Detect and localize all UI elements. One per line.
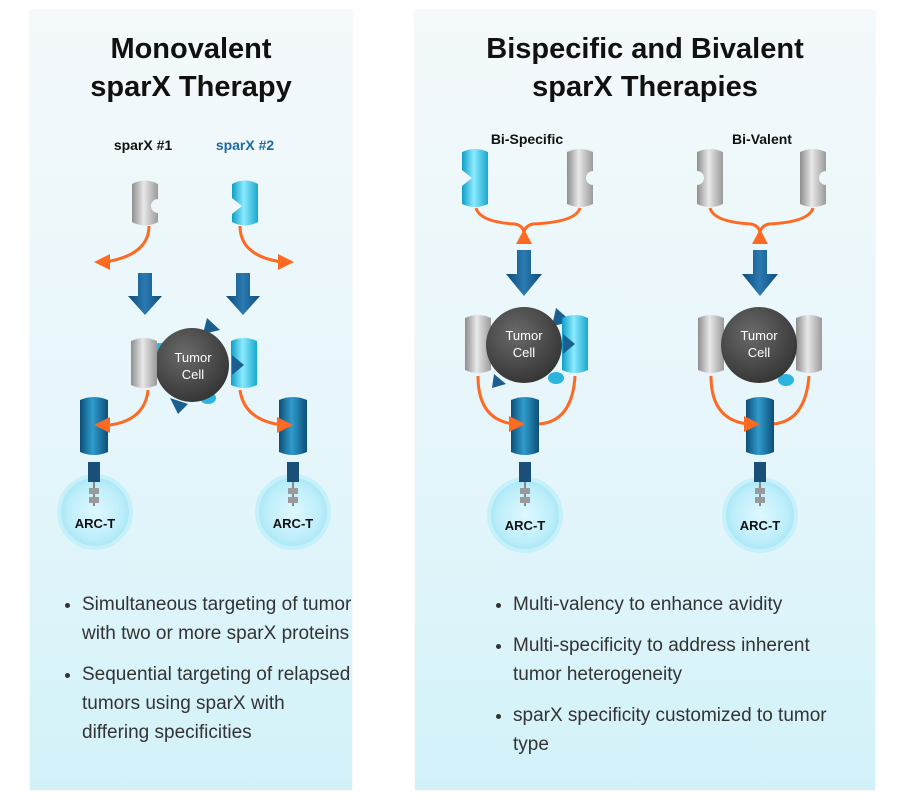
tumor-cell-label: Tumor xyxy=(740,328,778,343)
bullet-item: Multi-valency to enhance avidity xyxy=(513,590,853,619)
bullet-item: Sequential targeting of relapsed tumors … xyxy=(82,660,352,747)
bivalent-label: Bi-Valent xyxy=(732,131,792,147)
arc-t-label: ARC-T xyxy=(505,518,545,533)
sparx2-free-icon xyxy=(232,180,294,270)
bullet-item: Simultaneous targeting of tumor with two… xyxy=(82,590,352,648)
arc-t-cell-icon xyxy=(476,375,577,553)
arc-t-cell-icon xyxy=(709,375,811,553)
arc-t-cell-icon xyxy=(255,397,331,550)
down-arrow-icon xyxy=(742,250,778,296)
tumor-cell-icon xyxy=(698,307,822,386)
tumor-cell-label: Cell xyxy=(748,345,771,360)
bullet-item: sparX specificity customized to tumor ty… xyxy=(513,701,853,759)
bivalent-sparx-icon xyxy=(690,149,833,244)
sparx1-free-icon xyxy=(94,180,165,270)
arc-t-label: ARC-T xyxy=(75,516,115,531)
tumor-cell-label: Tumor xyxy=(174,350,212,365)
bispecific-bivalent-panel: Bispecific and Bivalent sparX Therapies … xyxy=(415,10,875,790)
arc-t-label: ARC-T xyxy=(740,518,780,533)
bispecific-bullet-list: Multi-valency to enhance avidity Multi-s… xyxy=(487,590,853,771)
monovalent-bullet-list: Simultaneous targeting of tumor with two… xyxy=(56,590,352,759)
tumor-cell-label: Cell xyxy=(513,345,536,360)
sparx1-bound-icon xyxy=(109,338,157,427)
tumor-cell-label: Tumor xyxy=(505,328,543,343)
tumor-cell-icon xyxy=(150,318,229,414)
sparx1-label: sparX #1 xyxy=(114,137,173,153)
arc-t-label: ARC-T xyxy=(273,516,313,531)
tumor-cell-icon xyxy=(465,307,588,388)
bispecific-label: Bi-Specific xyxy=(491,131,564,147)
monovalent-title: Monovalent sparX Therapy xyxy=(90,33,292,103)
arc-t-cell-icon xyxy=(57,397,133,550)
down-arrow-icon xyxy=(226,273,260,315)
down-arrow-icon xyxy=(506,250,542,296)
down-arrow-icon xyxy=(128,273,162,315)
bullet-item: Multi-specificity to address inherent tu… xyxy=(513,631,853,689)
sparx2-label: sparX #2 xyxy=(216,137,275,153)
tumor-cell-label: Cell xyxy=(182,367,205,382)
sparx2-bound-icon xyxy=(231,338,283,427)
bispecific-bivalent-title: Bispecific and Bivalent sparX Therapies xyxy=(486,33,804,103)
bispecific-sparx-icon xyxy=(462,149,600,244)
